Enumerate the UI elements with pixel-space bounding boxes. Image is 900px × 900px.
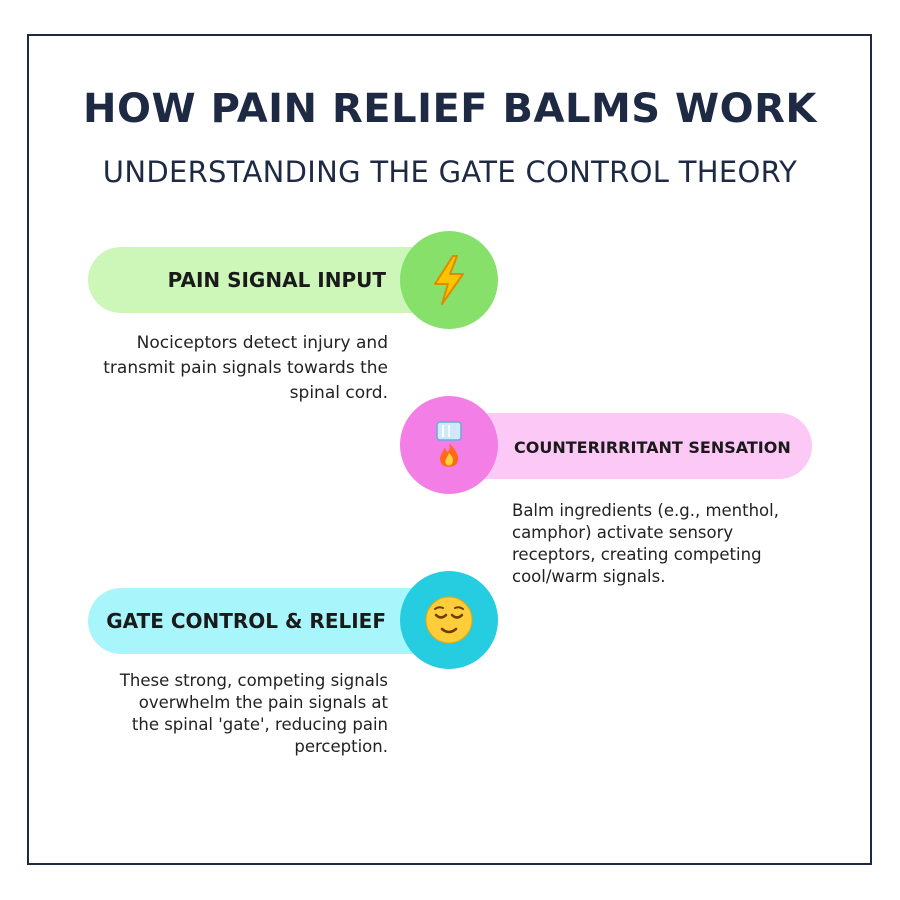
step-2-pill [445,413,812,479]
step-1-description: Nociceptors detect injury and transmit p… [103,333,388,403]
lightning-icon [434,255,464,305]
step-2-circle [400,396,498,494]
diagram-frame [27,34,872,865]
step-2-description: Balm ingredients (e.g., menthol, camphor… [512,501,779,586]
step-3-circle [400,571,498,669]
page-subtitle: UNDERSTANDING THE GATE CONTROL THEORY [102,155,798,189]
step-1-pill [88,247,458,313]
relieved-face-icon [425,596,473,644]
step-1-label: PAIN SIGNAL INPUT [167,268,386,292]
step-3-pill [88,588,458,654]
ice-fire-icon [436,421,462,467]
step-3-label: GATE CONTROL & RELIEF [106,609,386,633]
step-1-circle [400,231,498,329]
step-2-label: COUNTERIRRITANT SENSATION [514,438,791,457]
page-title: HOW PAIN RELIEF BALMS WORK [83,86,817,132]
step-3-description: These strong, competing signals overwhel… [119,671,388,756]
